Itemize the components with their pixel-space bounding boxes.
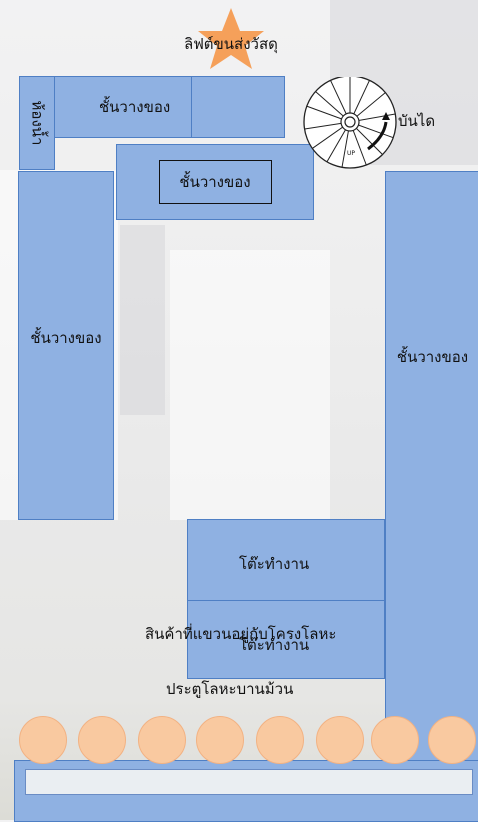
hanging-goods-circle (138, 716, 186, 764)
background-shadow (120, 225, 165, 415)
hanging-goods-circle (371, 716, 419, 764)
freight-lift-label: ลิฟต์ขนส่งวัสดุ (184, 35, 278, 53)
workbench-label: โต๊ะทำงาน (239, 636, 310, 654)
restroom-label: ห้องน้ำ (28, 100, 46, 146)
workbench-label: โต๊ะทำงาน (239, 555, 310, 573)
rolling-door (14, 760, 478, 822)
hanging-goods-circle (196, 716, 244, 764)
restroom: ห้องน้ำ (19, 76, 55, 170)
shelf-divider (191, 77, 192, 137)
shelf-top: ชั้นวางของ (54, 76, 285, 138)
shelf-right: ชั้นวางของ (385, 171, 478, 761)
stairs-up-marker: UP (347, 150, 356, 157)
hanging-goods-circle (256, 716, 304, 764)
background-building (170, 250, 330, 520)
workbench-divider (188, 600, 384, 601)
stairs-spiral-icon (303, 77, 397, 169)
hanging-goods-circle (19, 716, 67, 764)
hanging-goods-circle (316, 716, 364, 764)
shelf-label: ชั้นวางของ (30, 328, 102, 347)
rolling-door-inner (25, 769, 473, 795)
shelf-center: ชั้นวางของ (116, 144, 314, 220)
hanging-goods-circle (78, 716, 126, 764)
shelf-label: ชั้นวางของ (179, 173, 251, 191)
hanging-goods-circle (428, 716, 476, 764)
shelf-left: ชั้นวางของ (18, 171, 114, 520)
shelf-label: ชั้นวางของ (396, 348, 469, 366)
stairs-label: บันได (398, 112, 436, 130)
workbench: โต๊ะทำงาน โต๊ะทำงาน (187, 519, 385, 679)
shelf-center-inner: ชั้นวางของ (158, 160, 272, 204)
shelf-label: ชั้นวางของ (99, 98, 171, 116)
hanging-goods-label: สินค้าที่แขวนอยู่กับโครงโลหะ (145, 625, 337, 643)
rolling-door-label: ประตูโลหะบานม้วน (166, 680, 294, 698)
